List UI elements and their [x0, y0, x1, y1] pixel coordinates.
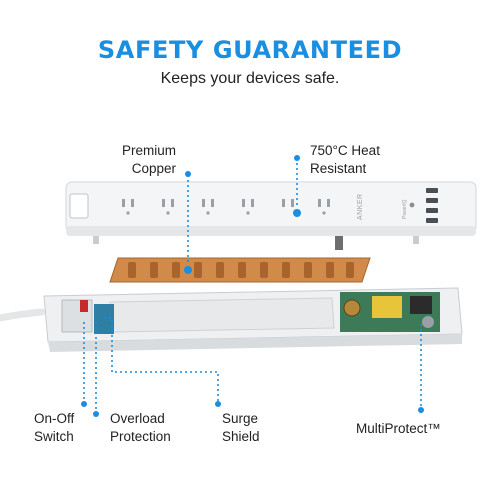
usb-label: PowerIQ	[402, 199, 408, 219]
power-strip-open	[0, 287, 463, 352]
copper-busbar	[109, 257, 371, 283]
subheadline: Keeps your devices safe.	[160, 70, 340, 87]
brand-mark: ANKER	[357, 193, 364, 220]
headline: SAFETY GUARANTEED	[97, 36, 403, 64]
surge-label: Surge Shield	[222, 411, 260, 444]
overload-label: Overload Protection	[110, 411, 171, 444]
usb-ports	[426, 188, 438, 223]
switch-label: On-Off Switch	[34, 411, 75, 444]
multiprotect-label: MultiProtect™	[356, 421, 441, 436]
callout-dots	[81, 155, 424, 417]
heat-label: 750°C Heat Resistant	[310, 143, 380, 176]
callout-leaders	[83, 160, 422, 412]
copper-label: Premium Copper	[121, 143, 176, 176]
power-strip-top: ANKER PowerIQ	[65, 181, 477, 250]
